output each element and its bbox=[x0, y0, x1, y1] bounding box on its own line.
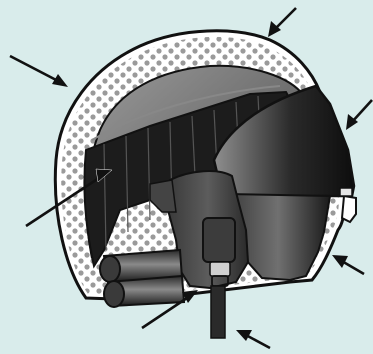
neck-roll bbox=[100, 250, 184, 307]
arrow-ear bbox=[332, 255, 364, 274]
arrow-strap bbox=[236, 330, 270, 348]
arrow-shell-left bbox=[10, 56, 68, 87]
strap-plate bbox=[203, 218, 235, 262]
arrow-padding-top bbox=[268, 8, 296, 37]
visor-pivot bbox=[342, 196, 356, 222]
strap-buckle bbox=[210, 262, 230, 276]
arrow-visor bbox=[346, 100, 372, 130]
visor-pivot-screw bbox=[340, 188, 352, 196]
chin-strap bbox=[211, 286, 225, 338]
